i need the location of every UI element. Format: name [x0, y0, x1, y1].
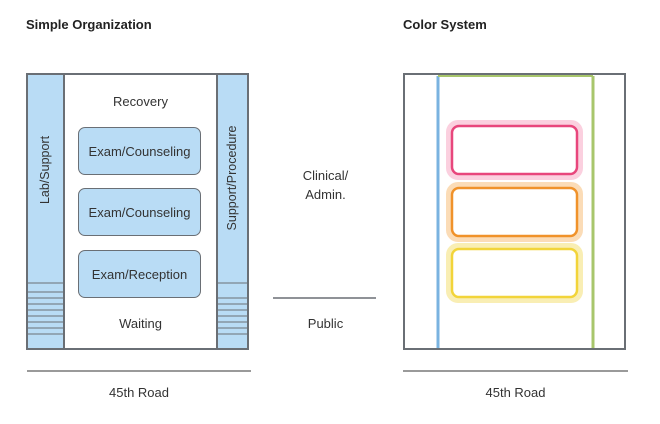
lab-support-label: Lab/Support — [38, 135, 52, 205]
exam-counseling-room-1: Exam/Counseling — [78, 127, 201, 175]
exam-reception-room: Exam/Reception — [78, 250, 201, 298]
clinical-admin-label: Clinical/ Admin. — [302, 168, 349, 202]
lab-support-column — [26, 73, 65, 350]
orange-room-glow — [446, 182, 583, 242]
support-procedure-column — [216, 73, 249, 350]
right-road-label: 45th Road — [485, 385, 546, 400]
right-panel-title: Color System — [403, 17, 487, 32]
support-procedure-label: Support/Procedure — [225, 125, 239, 231]
waiting-label: Waiting — [119, 316, 162, 331]
yellow-room — [450, 247, 579, 299]
stairs-right — [217, 282, 248, 335]
exam-counseling-room-2: Exam/Counseling — [78, 188, 201, 236]
stairs-left — [27, 282, 64, 335]
left-road-label: 45th Road — [109, 385, 169, 400]
left-panel-title: Simple Organization — [26, 17, 152, 32]
yellow-room-glow — [446, 243, 583, 303]
pink-room — [450, 124, 579, 176]
recovery-label: Recovery — [113, 94, 168, 109]
right-road-line — [403, 370, 628, 372]
pink-room-glow — [446, 120, 583, 180]
public-label: Public — [307, 316, 344, 331]
orange-room — [450, 186, 579, 238]
left-road-line — [27, 370, 251, 372]
